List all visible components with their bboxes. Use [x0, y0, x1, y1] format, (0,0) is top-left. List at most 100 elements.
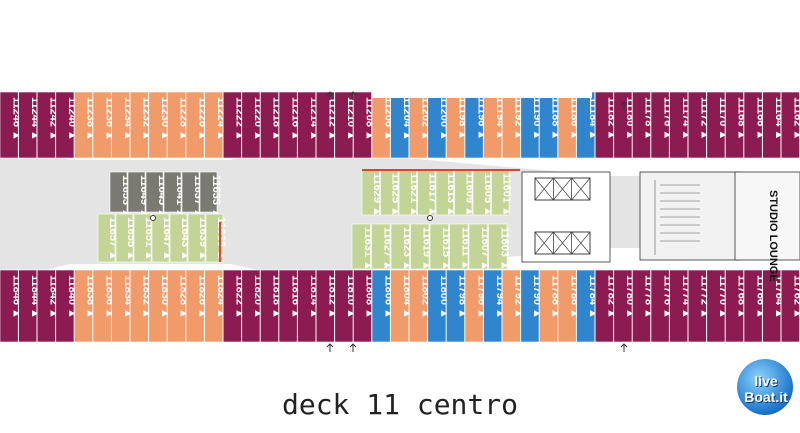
cabin-11234[interactable]: 11234 ▲: [111, 91, 134, 159]
cabin-number: 11623 ▲: [401, 227, 413, 271]
cabin-block: [427, 269, 447, 343]
cabin-number: 11605 ▲: [482, 173, 494, 217]
inner-cabin-11603[interactable]: 11603 ▲: [488, 223, 511, 271]
cabin-number: 11625 ▲: [390, 173, 402, 217]
cabin-block: [669, 91, 689, 159]
cabin-11782[interactable]: 11782 ▲: [594, 269, 618, 343]
cabin-block: [315, 269, 335, 343]
cabin-block: [371, 223, 391, 270]
inner-cabin-11611[interactable]: 11611 ▲: [449, 223, 472, 270]
inner-cabin-11649[interactable]: 11649 ▲: [127, 171, 150, 219]
cabin-block: [55, 269, 75, 343]
elevator-cross-icon: [534, 231, 591, 255]
cabin-block: [390, 223, 410, 270]
cabin-11210[interactable]: 11210 ▲: [334, 91, 357, 159]
cabin-11834[interactable]: 11834 ▲: [111, 269, 134, 343]
cabin-block: [109, 171, 128, 213]
cabin-block: [315, 91, 335, 159]
cabin-11762[interactable]: 11762 ▲: [780, 269, 800, 343]
logo-text: live Boat.it: [744, 373, 788, 405]
cabin-block: [169, 213, 188, 263]
cabin-block: [762, 91, 782, 159]
door-arrow-icon: [620, 343, 628, 352]
cabin-block: [205, 213, 224, 263]
cabin-11246[interactable]: 11246 ▲: [0, 91, 22, 159]
cabin-number: 11627 ▲: [382, 227, 394, 271]
cabin-block: [725, 269, 744, 343]
cabin-block: [241, 269, 261, 343]
cabin-block: [148, 269, 168, 343]
inner-cabin-11629[interactable]: 11629 ▲: [361, 169, 383, 217]
cabin-block: [278, 91, 298, 159]
inner-cabin-11627[interactable]: 11627 ▲: [371, 223, 394, 271]
cabin-block: [468, 223, 488, 270]
cabin-block: [18, 91, 38, 159]
cabin-11822[interactable]: 11822 ▲: [222, 269, 246, 343]
cabin-block: [129, 269, 149, 343]
stairs-icon: [639, 171, 741, 261]
cabin-block: [55, 91, 75, 159]
door-arrow-icon: [326, 343, 334, 352]
cabin-block: [181, 171, 200, 213]
cabin-number: 11617 ▲: [427, 173, 439, 217]
inner-cabin-11615[interactable]: 11615 ▲: [429, 223, 452, 271]
cabin-11222[interactable]: 11222 ▲: [222, 91, 246, 159]
cabin-block: [297, 91, 317, 159]
cabin-block: [410, 223, 430, 270]
cabin-block: [408, 269, 428, 343]
inner-cabin-11621[interactable]: 11621 ▲: [398, 169, 420, 217]
inner-cabin-11623[interactable]: 11623 ▲: [390, 223, 413, 271]
cabin-block: [36, 269, 56, 343]
cabin-11162[interactable]: 11162 ▲: [780, 91, 800, 159]
cabin-block: [743, 269, 763, 343]
cabin-block: [0, 91, 19, 159]
door-arrow-icon: [326, 91, 334, 100]
cabin-block: [501, 269, 521, 343]
cabin-block: [204, 91, 224, 159]
cabin-block: [115, 213, 134, 263]
cabin-block: [36, 91, 56, 159]
inner-cabin-11605[interactable]: 11605 ▲: [472, 169, 494, 217]
cabin-block: [650, 269, 670, 343]
cabin-block: [167, 269, 186, 343]
cabin-block: [129, 91, 149, 159]
inner-cabin-11635[interactable]: 11635 ▲: [205, 213, 227, 263]
inner-cabin-11607[interactable]: 11607 ▲: [468, 223, 491, 271]
inner-cabin-11631[interactable]: 11631 ▲: [351, 223, 374, 271]
cabin-block: [353, 91, 372, 159]
inner-cabin-11601[interactable]: 11601 ▲: [491, 169, 513, 217]
cabin-block: [278, 269, 298, 343]
inner-cabin-11617[interactable]: 11617 ▲: [417, 169, 439, 217]
cabin-block: [594, 269, 614, 343]
cabin-block: [687, 269, 707, 343]
inner-cabin-11613[interactable]: 11613 ▲: [435, 169, 457, 217]
door-arrow-icon: [349, 343, 357, 352]
cabin-block: [446, 269, 465, 343]
cabin-number: 11762 ▲: [792, 275, 800, 319]
inner-cabin-11619[interactable]: 11619 ▲: [410, 223, 433, 271]
marker-dot: [427, 215, 433, 221]
cabin-block: [133, 213, 152, 263]
cabin-block: [260, 91, 279, 159]
cabin-block: [334, 269, 354, 343]
deck-caption: deck 11 centro: [281, 388, 518, 421]
cabin-block: [371, 269, 391, 343]
inner-cabin-11625[interactable]: 11625 ▲: [380, 169, 402, 217]
cabin-block: [449, 223, 469, 270]
cabin-block: [780, 91, 800, 159]
cabin-block: [488, 223, 508, 270]
cabin-11182[interactable]: 11182 ▲: [594, 91, 618, 159]
cabin-number: 11846 ▲: [10, 275, 22, 319]
cabin-block: [222, 269, 242, 343]
cabin-number: 11246 ▲: [10, 97, 22, 141]
cabin-number: 11603 ▲: [499, 227, 511, 271]
studio-lounge[interactable]: [734, 171, 800, 261]
inner-cabin-11633[interactable]: 11633 ▲: [199, 171, 222, 219]
cabin-block: [260, 269, 279, 343]
cabin-number: 11633 ▲: [210, 175, 222, 219]
cabin-block: [334, 91, 354, 159]
cabin-block: [145, 171, 164, 213]
inner-cabin-11609[interactable]: 11609 ▲: [454, 169, 476, 217]
cabin-11846[interactable]: 11846 ▲: [0, 269, 22, 343]
